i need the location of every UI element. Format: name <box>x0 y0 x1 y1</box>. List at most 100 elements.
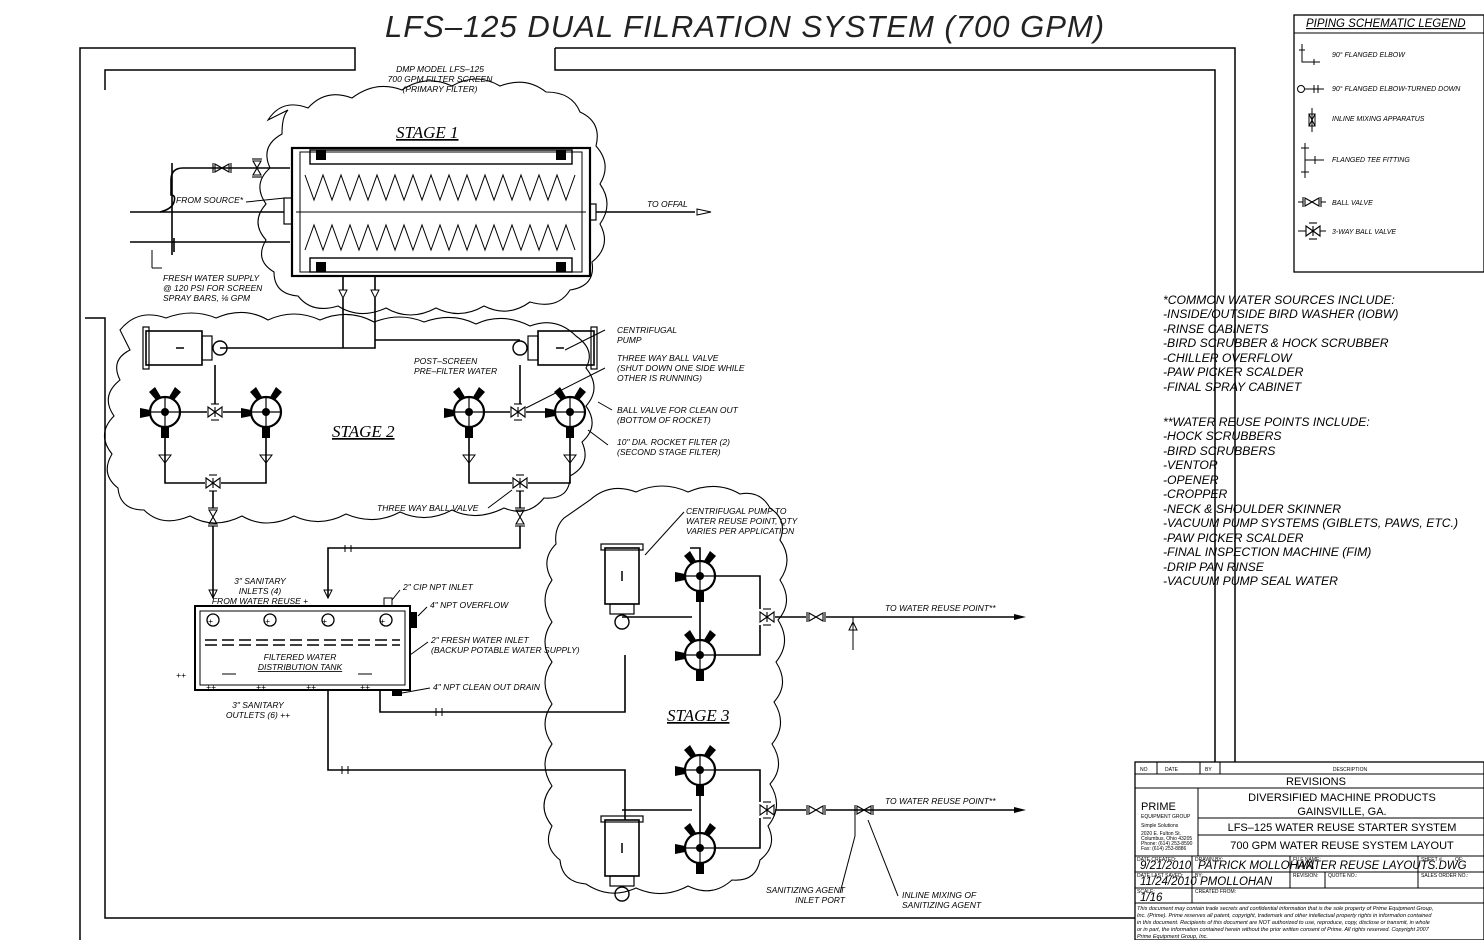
svg-text:TO WATER REUSE POINT**: TO WATER REUSE POINT** <box>885 603 996 613</box>
svg-text:DESCRIPTION: DESCRIPTION <box>1333 767 1368 773</box>
svg-text:++: ++ <box>256 682 266 692</box>
svg-text:EQUIPMENT GROUP: EQUIPMENT GROUP <box>1141 814 1191 820</box>
svg-text:Fax: (614) 253-8886: Fax: (614) 253-8886 <box>1141 846 1187 852</box>
svg-text:+: + <box>265 616 270 626</box>
three-way-ball-valve-icon <box>1298 222 1326 240</box>
svg-text:Columbus, Ohio 43205: Columbus, Ohio 43205 <box>1141 836 1192 842</box>
svg-text:TO OFFAL: TO OFFAL <box>647 199 688 209</box>
stage-1-label: STAGE 1 <box>396 123 459 142</box>
svg-text:Simple Solutions: Simple Solutions <box>1141 823 1179 829</box>
svg-text:This document may contain trad: This document may contain trade secrets … <box>1137 906 1433 912</box>
svg-text:4" NPT CLEAN OUT DRAIN: 4" NPT CLEAN OUT DRAIN <box>433 682 541 692</box>
svg-text:BALL VALVE: BALL VALVE <box>1332 200 1373 207</box>
svg-text:DMP MODEL LFS–125: DMP MODEL LFS–125 <box>396 64 484 74</box>
svg-text:700 GPM FILTER SCREEN: 700 GPM FILTER SCREEN <box>388 74 494 84</box>
stage-3-cloud <box>543 485 788 895</box>
svg-text:SANITIZING AGENT: SANITIZING AGENT <box>902 900 982 910</box>
svg-text:WATER REUSE POINT, QTY: WATER REUSE POINT, QTY <box>686 516 799 526</box>
svg-text:4" NPT OVERFLOW: 4" NPT OVERFLOW <box>430 600 509 610</box>
piping-legend: PIPING SCHEMATIC LEGEND 90° FLANGED ELBO… <box>1293 14 1484 273</box>
svg-text:CENTRIFUGAL: CENTRIFUGAL <box>617 325 677 335</box>
svg-text:2020 E. Fulton St.: 2020 E. Fulton St. <box>1141 831 1181 837</box>
svg-text:-CROPPER: -CROPPER <box>1163 487 1228 501</box>
svg-text:WATER REUSE LAYOUTS.DWG: WATER REUSE LAYOUTS.DWG <box>1296 860 1467 872</box>
svg-text:2" FRESH WATER INLET: 2" FRESH WATER INLET <box>430 635 529 645</box>
svg-text:++: ++ <box>306 682 316 692</box>
svg-text:SHEET #: SHEET # <box>1421 857 1442 863</box>
svg-text:SANITIZING AGENT: SANITIZING AGENT <box>766 885 846 895</box>
svg-text:TO WATER REUSE POINT**: TO WATER REUSE POINT** <box>885 796 996 806</box>
svg-text:DRAWN BY:: DRAWN BY: <box>1195 857 1223 863</box>
svg-text:FLANGED TEE FITTING: FLANGED TEE FITTING <box>1332 157 1410 164</box>
svg-text:SALES ORDER NO.:: SALES ORDER NO.: <box>1421 873 1468 879</box>
stage-3-equipment-upper <box>600 543 1026 683</box>
svg-text:*COMMON WATER SOURCES INCLUDE:: *COMMON WATER SOURCES INCLUDE: <box>1163 293 1395 307</box>
tank-piping <box>208 526 626 800</box>
svg-text:-FINAL INSPECTION MACHINE (FIM: -FINAL INSPECTION MACHINE (FIM) <box>1163 545 1371 559</box>
svg-text:+: + <box>322 616 327 626</box>
svg-text:in this document. Recipients o: in this document. Recipients of this doc… <box>1137 920 1430 926</box>
flanged-elbow-down-icon <box>1297 85 1324 93</box>
svg-text:(BOTTOM OF ROCKET): (BOTTOM OF ROCKET) <box>617 415 711 425</box>
svg-text:FILE NAME:: FILE NAME: <box>1293 857 1321 863</box>
svg-text:-NECK & SHOULDER SKINNER: -NECK & SHOULDER SKINNER <box>1163 502 1341 516</box>
svg-text:DISTRIBUTION TANK: DISTRIBUTION TANK <box>258 662 343 672</box>
svg-text:FILTERED WATER: FILTERED WATER <box>264 652 337 662</box>
svg-text:NO: NO <box>1140 767 1148 773</box>
svg-text:+: + <box>380 616 385 626</box>
svg-text:(PRIMARY FILTER): (PRIMARY FILTER) <box>403 84 478 94</box>
svg-text:SPRAY BARS, ⅛ GPM: SPRAY BARS, ⅛ GPM <box>163 293 251 303</box>
svg-text:@ 120 PSI FOR SCREEN: @ 120 PSI FOR SCREEN <box>163 283 263 293</box>
svg-text:++: ++ <box>206 682 216 692</box>
svg-text:FROM WATER REUSE +: FROM WATER REUSE + <box>212 596 308 606</box>
stage-3-label: STAGE 3 <box>667 706 730 725</box>
svg-text:(BACKUP POTABLE WATER SUPPLY): (BACKUP POTABLE WATER SUPPLY) <box>431 645 580 655</box>
svg-text:BY: BY <box>1205 767 1212 773</box>
inline-mixing-icon <box>1308 108 1316 132</box>
prime-logo: PRIME <box>1141 801 1176 813</box>
svg-text:DATE LAST SAVED:: DATE LAST SAVED: <box>1137 873 1183 879</box>
svg-text:THREE WAY BALL VALVE: THREE WAY BALL VALVE <box>377 503 479 513</box>
svg-text:PRE–FILTER WATER: PRE–FILTER WATER <box>414 366 497 376</box>
svg-text:1/16: 1/16 <box>1140 892 1163 904</box>
svg-text:+: + <box>208 616 213 626</box>
svg-text:-FINAL SPRAY CABINET: -FINAL SPRAY CABINET <box>1163 380 1303 394</box>
svg-text:INLINE MIXING APPARATUS: INLINE MIXING APPARATUS <box>1332 116 1425 123</box>
svg-text:CENTRIFUGAL PUMP TO: CENTRIFUGAL PUMP TO <box>686 506 787 516</box>
svg-text:REVISIONS: REVISIONS <box>1286 776 1346 788</box>
stage-1-cloud <box>257 78 608 316</box>
svg-text:-PAW PICKER SCALDER: -PAW PICKER SCALDER <box>1163 365 1304 379</box>
svg-text:THREE WAY BALL VALVE: THREE WAY BALL VALVE <box>617 353 719 363</box>
svg-text:3" SANITARY: 3" SANITARY <box>234 576 287 586</box>
svg-text:-BIRD SCRUBBER & HOCK SCRUBBER: -BIRD SCRUBBER & HOCK SCRUBBER <box>1163 336 1389 350</box>
diagram-labels: DMP MODEL LFS–125 700 GPM FILTER SCREEN … <box>163 64 996 910</box>
svg-text:90° FLANGED ELBOW-TURNED DOWN: 90° FLANGED ELBOW-TURNED DOWN <box>1332 85 1461 93</box>
svg-text:VARIES PER APPLICATION: VARIES PER APPLICATION <box>686 526 795 536</box>
stage-2-cloud <box>103 311 595 524</box>
svg-text:++: ++ <box>360 682 370 692</box>
svg-text:PUMP: PUMP <box>617 335 642 345</box>
svg-text:Prime Equipment Group, Inc.: Prime Equipment Group, Inc. <box>1137 934 1208 940</box>
svg-text:(SHUT DOWN ONE SIDE WHILE: (SHUT DOWN ONE SIDE WHILE <box>617 363 745 373</box>
svg-text:90° FLANGED ELBOW: 90° FLANGED ELBOW <box>1332 51 1406 59</box>
svg-text:-RINSE CABINETS: -RINSE CABINETS <box>1163 322 1269 336</box>
svg-text:INLETS (4): INLETS (4) <box>239 586 282 596</box>
svg-text:-DRIP PAN RINSE: -DRIP PAN RINSE <box>1163 560 1265 574</box>
svg-text:DATE CREATED:: DATE CREATED: <box>1137 857 1176 863</box>
svg-text:OF:: OF: <box>1455 857 1463 863</box>
svg-text:Phone: (614) 253-8590: Phone: (614) 253-8590 <box>1141 841 1193 847</box>
svg-text:-BIRD SCRUBBERS: -BIRD SCRUBBERS <box>1163 444 1275 458</box>
svg-text:2" CIP NPT INLET: 2" CIP NPT INLET <box>402 582 474 592</box>
stage-1-piping <box>130 158 712 300</box>
room-outline <box>79 47 1236 940</box>
title-block: NO DATE BY DESCRIPTION REVISIONS PRIME E… <box>1134 761 1484 940</box>
svg-text:REVISION:: REVISION: <box>1293 873 1318 879</box>
svg-text:OTHER IS RUNNING): OTHER IS RUNNING) <box>617 373 702 383</box>
stage-3-equipment-lower <box>600 743 1026 902</box>
svg-text:QUOTE NO.:: QUOTE NO.: <box>1328 873 1357 879</box>
water-sources-notes: *COMMON WATER SOURCES INCLUDE: -INSIDE/O… <box>1163 293 1398 394</box>
svg-text:PATRICK MOLLOHAN: PATRICK MOLLOHAN <box>1198 860 1315 872</box>
svg-text:POST–SCREEN: POST–SCREEN <box>414 356 478 366</box>
svg-text:-PAW PICKER SCALDER: -PAW PICKER SCALDER <box>1163 531 1304 545</box>
